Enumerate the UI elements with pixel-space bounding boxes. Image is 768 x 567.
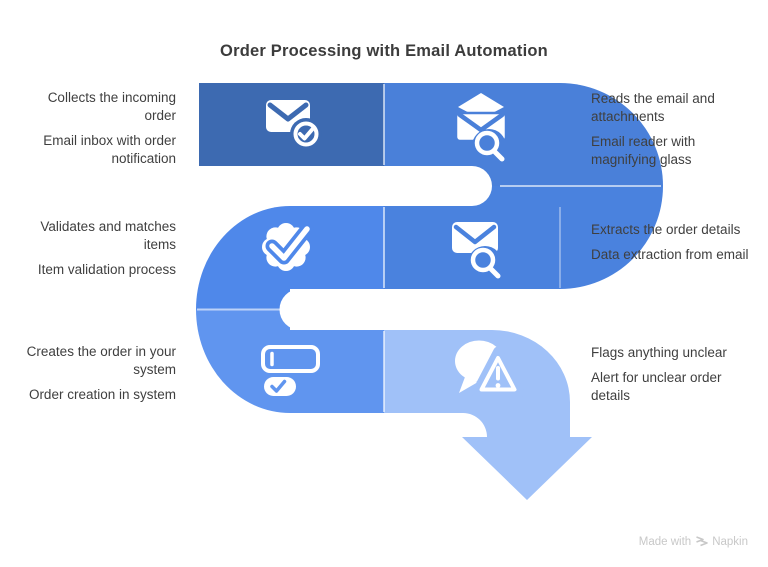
flow-curve-right-lower bbox=[560, 186, 663, 289]
step-label-title: Reads the email and attachments bbox=[591, 91, 715, 124]
napkin-logo-icon bbox=[696, 536, 708, 547]
step-label-title: Creates the order in your system bbox=[26, 344, 176, 377]
segment-separators bbox=[197, 84, 661, 412]
step-label-title: Flags anything unclear bbox=[591, 345, 727, 360]
step-read-label: Reads the email and attachments Email re… bbox=[591, 90, 756, 169]
envelope-open-search-icon bbox=[454, 93, 508, 163]
step-collect-label: Collects the incoming order Email inbox … bbox=[16, 89, 176, 168]
chat-alert-warning-icon bbox=[455, 340, 525, 398]
step-label-subtitle: Data extraction from email bbox=[591, 247, 749, 262]
step-label-subtitle: Email inbox with order notification bbox=[43, 133, 176, 166]
flow-segment-flag-and-down-arrow bbox=[384, 330, 592, 500]
step-extract-label: Extracts the order details Data extracti… bbox=[591, 221, 756, 264]
step-flag-label: Flags anything unclear Alert for unclear… bbox=[591, 344, 756, 405]
watermark-brand: Napkin bbox=[712, 536, 748, 548]
step-label-subtitle: Email reader with magnifying glass bbox=[591, 134, 696, 167]
step-label-subtitle: Item validation process bbox=[37, 262, 176, 277]
flow-curve-left-upper bbox=[196, 206, 290, 310]
flow-curve-left-lower bbox=[196, 309, 290, 413]
napkin-watermark: Made with Napkin bbox=[639, 536, 748, 548]
envelope-search-icon bbox=[452, 222, 502, 280]
flow-curve-right-upper bbox=[560, 83, 663, 186]
form-check-icon bbox=[261, 345, 320, 396]
watermark-prefix: Made with bbox=[638, 536, 692, 548]
step-validate-label: Validates and matches items Item validat… bbox=[16, 218, 176, 279]
step-label-title: Extracts the order details bbox=[591, 222, 741, 237]
step-label-title: Validates and matches items bbox=[40, 219, 176, 252]
flow-gap-notches bbox=[196, 166, 700, 330]
diagram-title: Order Processing with Email Automation bbox=[220, 42, 548, 60]
step-label-subtitle: Alert for unclear order details bbox=[591, 370, 722, 403]
step-label-subtitle: Order creation in system bbox=[28, 387, 176, 402]
step-label-title: Collects the incoming order bbox=[47, 90, 176, 123]
gap-notch-bottom bbox=[279, 289, 700, 330]
badge-check-icon bbox=[262, 222, 314, 271]
envelope-check-icon bbox=[266, 100, 322, 150]
gap-notch-top bbox=[196, 166, 492, 206]
step-create-label: Creates the order in your system Order c… bbox=[16, 343, 176, 404]
